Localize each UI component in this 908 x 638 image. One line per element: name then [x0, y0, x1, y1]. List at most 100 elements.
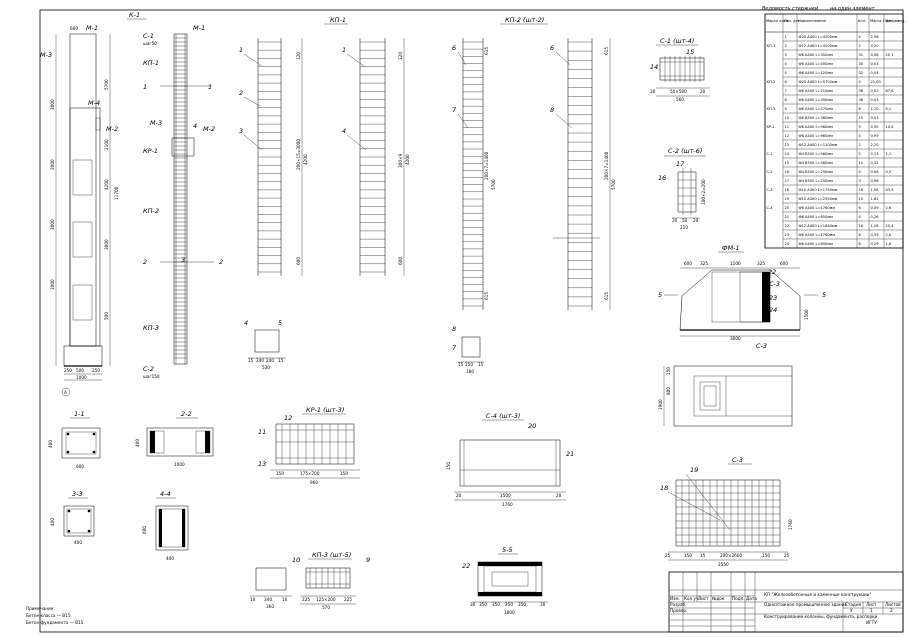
- section-1-1: 1-1 400 600: [48, 410, 101, 469]
- svg-text:2: 2: [239, 89, 243, 97]
- schedule-cell: Ф12 А400 L=1640мм: [799, 224, 838, 228]
- schedule-cell: 6: [859, 206, 862, 210]
- svg-text:3: 3: [239, 127, 243, 135]
- schedule-cell: 18: [859, 188, 864, 192]
- svg-text:250: 250: [92, 368, 100, 373]
- svg-text:22: 22: [768, 268, 776, 276]
- schedule-cell: 5: [859, 134, 861, 138]
- svg-text:1760: 1760: [788, 519, 793, 530]
- svg-text:350: 350: [505, 602, 513, 607]
- svg-text:12: 12: [284, 414, 292, 422]
- schedule-cell: 15: [859, 197, 864, 201]
- schedule-cell: 7: [785, 89, 787, 93]
- schedule-cell: Ф12 А400 L=4200мм: [799, 44, 838, 48]
- view-kp3: КП-3 (шт-5) 9 225 125×200 225 570: [300, 551, 370, 610]
- schedule-cell: 1,08: [871, 188, 880, 192]
- svg-text:2: 2: [219, 258, 223, 266]
- schedule-cell: 20,1: [886, 53, 894, 57]
- schedule-cell: 5: [859, 152, 861, 156]
- schedule-cell: 0,04: [871, 71, 880, 75]
- svg-text:4: 4: [193, 122, 197, 130]
- svg-text:150: 150: [276, 471, 284, 476]
- svg-text:20: 20: [528, 422, 536, 430]
- svg-text:240: 240: [256, 358, 264, 363]
- svg-text:1100: 1100: [730, 261, 741, 266]
- svg-text:20: 20: [556, 493, 562, 498]
- svg-text:120: 120: [398, 52, 403, 60]
- schedule-cell: 2,20: [871, 143, 880, 147]
- svg-text:340: 340: [264, 597, 272, 602]
- svg-text:1800: 1800: [504, 610, 515, 615]
- svg-text:Стадия: Стадия: [845, 602, 862, 607]
- svg-text:325: 325: [700, 261, 708, 266]
- svg-text:15: 15: [686, 48, 694, 56]
- schedule-cell: 0,03: [871, 116, 879, 120]
- title-block: КП "Железобетонные и каменные конструкци…: [668, 571, 904, 633]
- schedule-cell: Ф6 А400 L=210мм: [799, 89, 834, 93]
- view-c2: С-2 (шт-6) 16 17 20 50 20 210 100×2=200: [658, 147, 706, 230]
- svg-text:2: 2: [890, 608, 893, 613]
- view-c4: С-4 (шт-3) 20 21 20 1500 20 1760 150: [446, 412, 574, 507]
- building-title: Одноэтажное промышленное здание: [764, 602, 847, 607]
- svg-text:150: 150: [465, 362, 473, 367]
- section-4-4: 4-4 600 400: [142, 490, 189, 561]
- schedule-cell: 43,9: [886, 188, 895, 192]
- svg-text:1: 1: [208, 83, 212, 91]
- view-title-kr1: КР-1 (шт-3): [306, 406, 344, 414]
- svg-text:150: 150: [762, 553, 770, 558]
- schedule-cell: 19: [785, 197, 790, 201]
- schedule-cell: Ф12 А400 L=1200мм: [799, 143, 838, 147]
- svg-text:17: 17: [676, 160, 685, 168]
- schedule-cell: 1,28: [871, 224, 880, 228]
- svg-text:С-2: С-2: [143, 365, 154, 373]
- svg-text:560: 560: [676, 97, 684, 102]
- view-title-fm1: ФМ-1: [722, 244, 740, 252]
- schedule-cell: 36: [859, 98, 864, 102]
- axis-bubble-a: [61, 387, 71, 397]
- svg-text:24: 24: [769, 306, 777, 314]
- schedule-cell: 21: [785, 215, 790, 219]
- schedule-cell: 3: [859, 179, 861, 183]
- schedule-cell: 2: [785, 44, 787, 48]
- svg-text:С-1: С-1: [143, 32, 154, 40]
- view-c1: С-1 (шт-4) 14 15 20 50×500 20 560: [650, 37, 710, 102]
- svg-text:1000: 1000: [76, 375, 87, 380]
- svg-text:5700: 5700: [611, 179, 616, 190]
- schedule-header: Марка элем.: [766, 19, 789, 23]
- schedule-cell: 6: [859, 242, 862, 246]
- svg-text:1: 1: [239, 46, 243, 54]
- schedule-cell: 3: [785, 53, 787, 57]
- schedule-cell: 21,00: [871, 80, 882, 84]
- svg-text:20: 20: [700, 89, 706, 94]
- svg-text:400: 400: [74, 540, 82, 545]
- view-title-kp2: КП-2 (шт-2): [505, 16, 544, 24]
- schedule-cell: Ф6 А400 L=1760мм: [799, 233, 836, 237]
- svg-text:Изм.: Изм.: [670, 596, 680, 601]
- svg-text:20: 20: [456, 493, 462, 498]
- svg-text:400: 400: [48, 440, 53, 448]
- schedule-cell: 11: [859, 161, 864, 165]
- svg-text:6: 6: [452, 44, 456, 52]
- svg-text:3000: 3000: [50, 219, 55, 230]
- svg-text:5: 5: [278, 319, 282, 327]
- svg-text:150: 150: [684, 553, 692, 558]
- svg-text:600: 600: [780, 261, 788, 266]
- svg-text:11700: 11700: [114, 186, 119, 200]
- svg-text:4-4: 4-4: [160, 490, 171, 498]
- schedule-cell: КП-1: [767, 44, 776, 48]
- schedule-cell: 2,6: [886, 206, 892, 210]
- svg-text:10: 10: [282, 597, 288, 602]
- svg-text:615: 615: [604, 47, 609, 55]
- svg-text:600: 600: [76, 464, 84, 469]
- svg-text:500: 500: [104, 312, 109, 320]
- svg-text:1000: 1000: [50, 279, 55, 290]
- svg-text:15: 15: [248, 358, 254, 363]
- view-fm1: ФМ-1 600 325 1100 325 600 3000 С-3 22 С-…: [658, 244, 826, 350]
- view-bars-4-5: 4 5 15 240 240 15 530: [244, 319, 286, 370]
- svg-text:10: 10: [250, 597, 256, 602]
- svg-text:1900: 1900: [658, 399, 663, 410]
- svg-text:20: 20: [693, 218, 699, 223]
- svg-text:325: 325: [757, 261, 765, 266]
- schedule-cell: 6: [859, 233, 862, 237]
